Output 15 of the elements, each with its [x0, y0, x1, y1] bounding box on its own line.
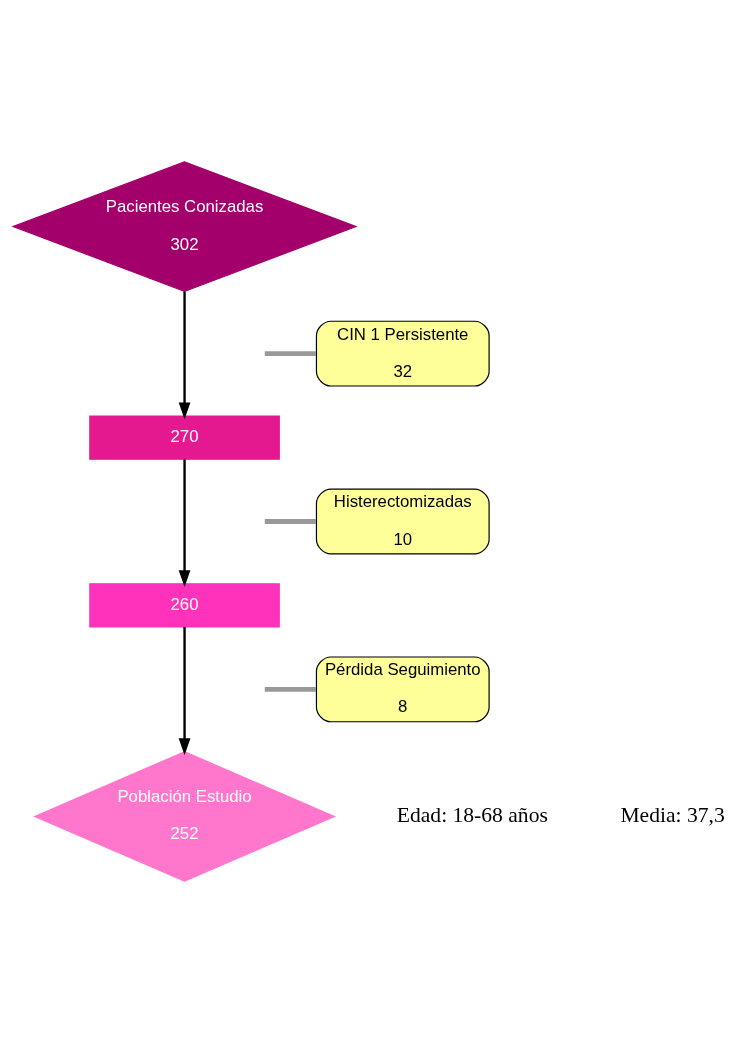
- connector: [264, 686, 316, 692]
- node-box: CIN 1 Persistente 32: [315, 320, 490, 387]
- node-diamond: Pacientes Conizadas 302: [11, 161, 358, 292]
- node-box: 270: [89, 415, 280, 460]
- node-box: Histerectomizadas 10: [315, 488, 490, 555]
- arrow: [178, 459, 191, 587]
- arrow: [178, 627, 191, 756]
- node-box: Pérdida Seguimiento 8: [315, 656, 490, 723]
- connector: [264, 519, 316, 524]
- node-box: 260: [89, 583, 280, 628]
- node-diamond: Población Estudio 252: [33, 751, 336, 882]
- label: Edad: 18-68 años: [396, 802, 548, 827]
- connector: [264, 351, 316, 357]
- arrow: [178, 291, 191, 420]
- label: Media: 37,3: [620, 802, 725, 827]
